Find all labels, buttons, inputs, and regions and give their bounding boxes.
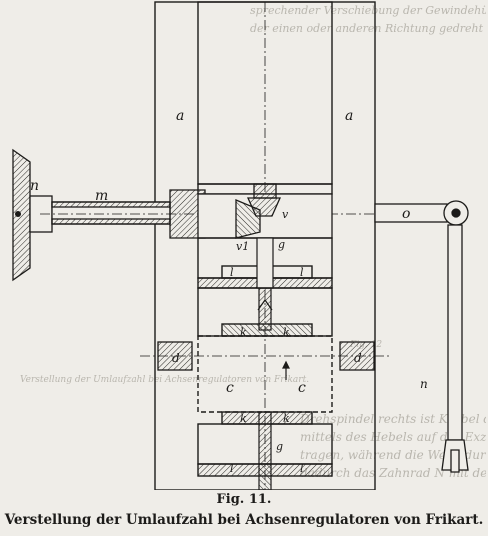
label-n-wheel: n [30, 178, 39, 194]
label-c-right: c [298, 380, 306, 396]
technical-drawing: a a n m o v v1 g l l k k d d c c k k g l… [12, 1, 469, 490]
bleed-through-line-5: Drehspindel rechts ist Kurbel die Verste… [300, 412, 486, 426]
label-l-bottom-right: l [300, 462, 304, 475]
bleed-through-line-4: Verstellung der Umlaufzahl bei Achsenreg… [20, 375, 310, 385]
bleed-through-line-1: sprechender Verschiebung der Gewindehüls… [250, 4, 486, 17]
label-d-left: d [172, 351, 180, 365]
label-k-right: k [283, 326, 290, 339]
bleed-through-line-8: dadurch das Zahnrad N mit dem Zahnrad K … [300, 466, 486, 480]
bleed-through-line-7: tragen, während die Welle durch den hohl… [300, 448, 486, 462]
bleed-through-line-2: der einen oder anderen Richtung gedreht … [250, 22, 486, 35]
label-c-left: c [226, 380, 234, 396]
label-a-left: a [176, 108, 184, 124]
arrows [282, 360, 290, 380]
label-g-upper: g [278, 238, 285, 251]
bevel-gears [197, 183, 333, 239]
label-l-left: l [230, 266, 234, 279]
crank-shaft-o [374, 200, 469, 473]
label-d-right: d [354, 351, 362, 365]
label-l-bottom-left: l [230, 462, 234, 475]
label-l-right: l [300, 266, 304, 279]
label-k-lower-right: k [283, 412, 290, 425]
label-m-shaft: m [95, 188, 108, 204]
handwheel-left [12, 148, 53, 282]
figure-number: Fig. 11. [216, 492, 272, 507]
part-labels: a a n m o v v1 g l l k k d d c c k k g l… [30, 108, 428, 475]
label-v1-upper: v [282, 208, 289, 221]
threaded-spindle-upper [256, 237, 274, 331]
label-n-handle: n [420, 377, 428, 391]
bleed-through-line-6: mittels des Hebels auf das Exzenter L f … [300, 430, 486, 444]
label-v1-lower: v1 [236, 240, 249, 253]
figure-caption: Verstellung der Umlaufzahl bei Achsenreg… [4, 512, 484, 528]
label-k-left: k [240, 326, 247, 339]
label-k-lower-left: k [240, 412, 247, 425]
threaded-spindle-lower [258, 411, 272, 490]
label-a-right: a [345, 108, 353, 124]
label-g-lower: g [276, 440, 283, 453]
label-o-crank: o [402, 206, 410, 222]
shaft-m [40, 189, 380, 239]
